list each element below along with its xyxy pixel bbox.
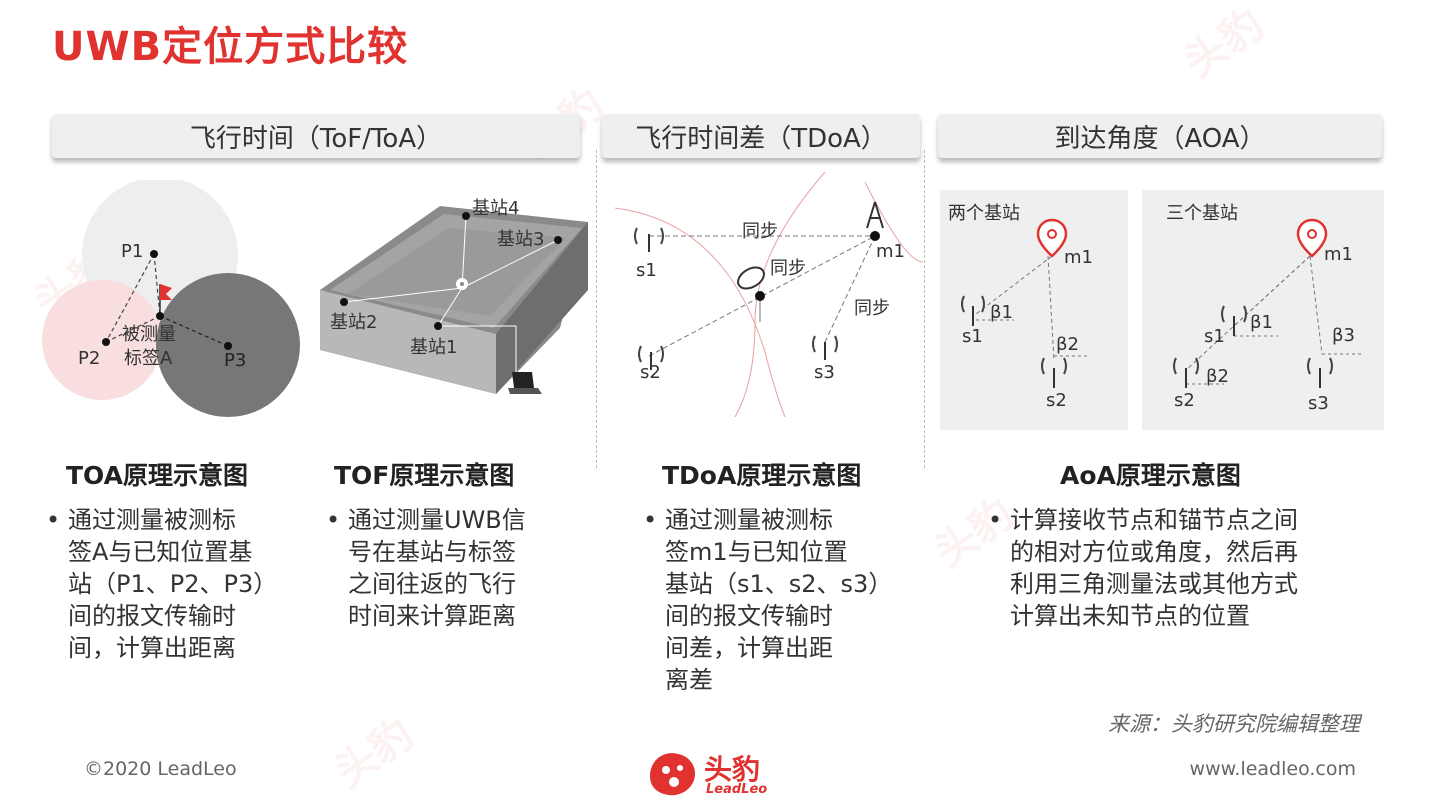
toa-label-p2: P2 (78, 348, 101, 369)
aoa-two-title: 两个基站 (948, 203, 1020, 224)
aoa-heading: AoA原理示意图 (1060, 461, 1241, 490)
aoa-three-stations-diagram (1173, 218, 1362, 388)
tdoa-label-s1: s1 (636, 260, 657, 281)
bullet-dot: • (46, 506, 61, 534)
aoa-two-label-b1: β1 (990, 302, 1013, 323)
aoa-description: • 计算接收节点和锚节点之间 的相对方位或角度，然后再 利用三角测量法或其他方式… (988, 506, 1298, 630)
tdoa-description: • 通过测量被测标 签m1与已知位置 基站（s1、s2、s3） 间的报文传输时 … (643, 506, 893, 694)
leopard-logo-icon (650, 753, 696, 796)
toa-heading: TOA原理示意图 (66, 461, 248, 490)
aoa-three-label-m1: m1 (1324, 244, 1353, 265)
aoa-three-title: 三个基站 (1166, 203, 1238, 224)
tab-tof-toa: 飞行时间（ToF/ToA） (52, 114, 580, 158)
copyright: ©2020 LeadLeo (84, 758, 237, 780)
tdoa-diagram (614, 172, 923, 417)
tof-label-bs3: 基站3 (497, 229, 545, 250)
tdoa-heading: TDoA原理示意图 (662, 461, 862, 490)
toa-diagram (42, 180, 300, 417)
tdoa-label-sync: 同步 (770, 258, 806, 279)
tof-diagram (320, 206, 588, 394)
tdoa-label-s2: s2 (640, 362, 661, 383)
aoa-three-label-s1: s1 (1204, 326, 1225, 347)
bullet-dot: • (643, 506, 658, 534)
aoa-three-label-b2: β2 (1206, 366, 1229, 387)
aoa-three-stations-panel (1142, 190, 1384, 430)
section-divider (924, 150, 925, 468)
tab-tdoa: 飞行时间差（TDoA） (602, 114, 920, 158)
tdoa-label-m1: m1 (876, 241, 905, 262)
aoa-two-stations-panel (940, 190, 1128, 430)
page-title: UWB定位方式比较 (52, 24, 409, 70)
aoa-three-label-s2: s2 (1174, 390, 1195, 411)
watermark: 头豹 (325, 708, 423, 798)
toa-description: • 通过测量被测标 签A与已知位置基 站（P1、P2、P3） 间的报文传输时 间… (46, 506, 278, 662)
tdoa-label-s3: s3 (814, 362, 835, 383)
tab-aoa: 到达角度（AOA） (938, 114, 1382, 158)
toa-label-tag: 标签A (124, 348, 173, 369)
section-divider (596, 150, 597, 468)
source-note: 来源：头豹研究院编辑整理 (1108, 712, 1360, 736)
aoa-three-label-b3: β3 (1332, 325, 1355, 346)
toa-label-p3: P3 (224, 350, 247, 371)
toa-label-p1: P1 (121, 241, 144, 262)
tdoa-label-sync: 同步 (854, 298, 890, 319)
aoa-two-label-b2: β2 (1056, 334, 1079, 355)
tof-label-bs2: 基站2 (330, 312, 378, 333)
tof-description: • 通过测量UWB信 号在基站与标签 之间往返的飞行 时间来计算距离 (326, 506, 526, 630)
logo-cn-text: 头豹 (704, 753, 761, 786)
bullet-dot: • (988, 506, 1003, 534)
tof-heading: TOF原理示意图 (334, 461, 515, 490)
watermark: 头豹 (1175, 0, 1273, 88)
website-link[interactable]: www.leadleo.com (1189, 758, 1356, 780)
aoa-two-stations-diagram (961, 218, 1090, 388)
tof-label-bs4: 基站4 (472, 198, 520, 219)
aoa-three-label-b1: β1 (1250, 312, 1273, 333)
toa-label-tag: 被测量 (122, 324, 176, 345)
bullet-dot: • (326, 506, 341, 534)
aoa-two-label-s1: s1 (962, 326, 983, 347)
tdoa-label-sync: 同步 (742, 221, 778, 242)
aoa-two-label-s2: s2 (1046, 390, 1067, 411)
tof-label-bs1: 基站1 (410, 337, 458, 358)
aoa-three-label-s3: s3 (1308, 393, 1329, 414)
leadleo-logo: 头豹 LeadLeo (644, 746, 784, 800)
logo-en-text: LeadLeo (706, 782, 768, 797)
watermark: 头豹 (925, 488, 1023, 578)
aoa-two-label-m1: m1 (1064, 247, 1093, 268)
